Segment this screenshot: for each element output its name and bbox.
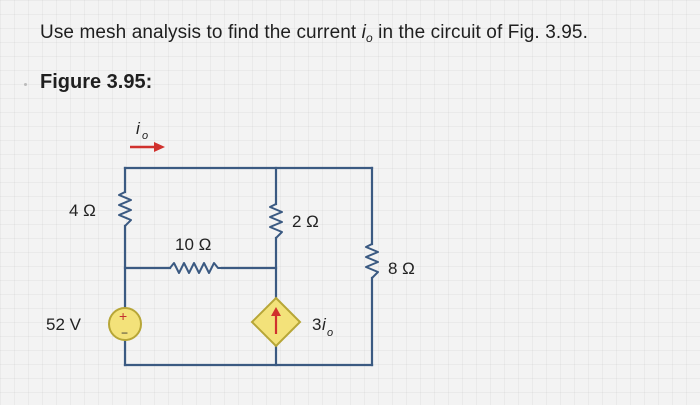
dependent-source-coef: 3: [312, 315, 321, 334]
resistor-10ohm: [169, 262, 222, 274]
dependent-source-var: i: [322, 315, 327, 334]
question-suffix: in the circuit of Fig. 3.95.: [372, 22, 588, 43]
figure-title: Figure 3.95:: [40, 71, 153, 93]
resistor-4ohm-label: 4 Ω: [69, 201, 96, 220]
voltage-source-label: 52 V: [46, 315, 82, 334]
voltage-source: [108, 307, 142, 341]
resistor-8ohm-label: 8 Ω: [388, 259, 415, 278]
question-prefix: Use mesh analysis to find the current: [40, 22, 362, 43]
resistor-2ohm-label: 2 Ω: [292, 212, 319, 231]
current-label-sub: o: [142, 130, 148, 142]
voltage-source-minus: −: [121, 326, 128, 340]
current-label-var: i: [136, 119, 141, 138]
resistor-4ohm: [118, 191, 132, 227]
dependent-source-arrow-head: [271, 307, 281, 316]
question-text: Use mesh analysis to find the current io…: [40, 22, 588, 45]
bullet-dot: [24, 83, 27, 86]
question-var: i: [361, 22, 366, 43]
resistor-8ohm: [365, 243, 379, 279]
dependent-source-sub: o: [327, 327, 333, 339]
voltage-source-plus: +: [119, 308, 127, 324]
current-arrow-head: [154, 142, 165, 152]
resistor-10ohm-label: 10 Ω: [175, 235, 211, 254]
question-sub: o: [366, 31, 373, 45]
resistor-2ohm: [269, 203, 283, 239]
